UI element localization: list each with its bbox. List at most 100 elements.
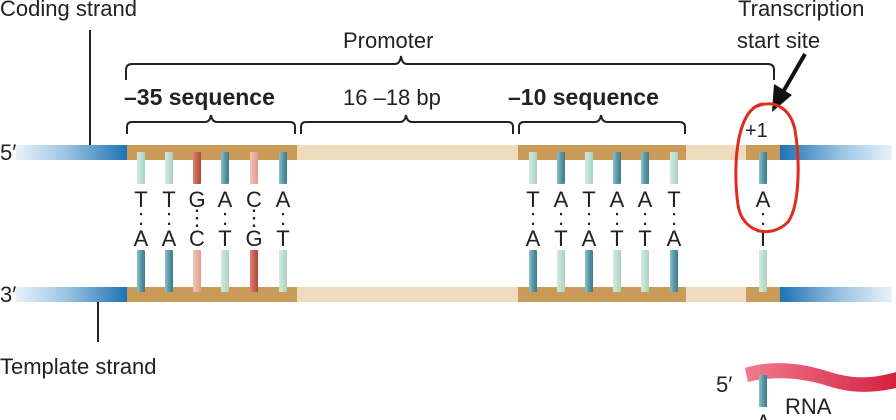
template-base-stick bbox=[529, 250, 537, 292]
coding-minus10-region bbox=[518, 145, 686, 160]
hydrogen-bond: : bbox=[138, 205, 144, 230]
base-pair: A:T bbox=[610, 152, 625, 292]
base-pair: A:T bbox=[756, 152, 771, 292]
base-pair: T:A bbox=[526, 152, 541, 292]
template-base-stick bbox=[193, 250, 201, 292]
coding-base-stick bbox=[250, 152, 258, 184]
template-base-stick bbox=[613, 250, 621, 292]
coding-base-letter: A bbox=[218, 187, 233, 212]
rna-label: RNA bbox=[785, 394, 832, 419]
coding-minus35-region bbox=[127, 145, 297, 160]
template-base-stick bbox=[250, 250, 258, 292]
hydrogen-bond: ⋮ bbox=[186, 205, 208, 230]
template-base-stick bbox=[641, 250, 649, 292]
base-pair: A:T bbox=[276, 152, 291, 292]
start-site-highlight-circle bbox=[734, 102, 800, 234]
spacer-bracket bbox=[300, 114, 514, 134]
template-base-stick bbox=[221, 250, 229, 292]
template-strand: 3′ bbox=[0, 282, 892, 307]
coding-downstream-region bbox=[686, 145, 746, 160]
coding-base-stick bbox=[641, 152, 649, 184]
spacer-label: 16 –18 bp bbox=[343, 85, 441, 110]
template-base-letter: T bbox=[218, 226, 231, 251]
base-pair: C⋮G bbox=[243, 152, 265, 292]
template-base-stick bbox=[165, 250, 173, 292]
coding-strand-label: Coding strand bbox=[0, 0, 137, 21]
template-base-letter: C bbox=[189, 226, 205, 251]
template-base-letter: T bbox=[554, 226, 567, 251]
start-site-arrow-shaft bbox=[781, 52, 807, 94]
hydrogen-bond: : bbox=[166, 205, 172, 230]
base-pair: A:T bbox=[218, 152, 233, 292]
template-base-stick bbox=[557, 250, 565, 292]
hydrogen-bond: : bbox=[586, 205, 592, 230]
coding-base-letter: C bbox=[246, 187, 262, 212]
coding-spacer-region bbox=[297, 145, 518, 160]
hydrogen-bond: : bbox=[558, 205, 564, 230]
coding-base-letter: A bbox=[610, 187, 625, 212]
minus35-bracket bbox=[126, 114, 296, 134]
coding-base-stick bbox=[670, 152, 678, 184]
coding-base-stick bbox=[529, 152, 537, 184]
transcription-start-label-line2: start site bbox=[737, 28, 820, 53]
coding-base-stick bbox=[165, 152, 173, 184]
coding-base-letter: T bbox=[162, 187, 175, 212]
rna-base-letter: A bbox=[756, 410, 771, 420]
coding-base-letter: A bbox=[638, 187, 653, 212]
hydrogen-bond: : bbox=[671, 205, 677, 230]
minus35-sequence-label: –35 sequence bbox=[124, 84, 275, 110]
template-base-stick bbox=[759, 250, 767, 292]
template-downstream-region bbox=[686, 287, 746, 302]
template-base-letter: T bbox=[276, 226, 289, 251]
hydrogen-bond: : bbox=[280, 205, 286, 230]
minus10-bracket bbox=[518, 114, 686, 134]
coding-base-letter: T bbox=[667, 187, 680, 212]
hydrogen-bond: : bbox=[760, 205, 766, 230]
coding-base-stick bbox=[137, 152, 145, 184]
hydrogen-bond: : bbox=[530, 205, 536, 230]
coding-base-letter: T bbox=[134, 187, 147, 212]
base-pair: A:T bbox=[554, 152, 569, 292]
template-start-region bbox=[746, 287, 780, 302]
coding-base-stick bbox=[759, 152, 767, 184]
template-base-stick bbox=[279, 250, 287, 292]
promoter-label: Promoter bbox=[343, 28, 433, 53]
template-base-stick bbox=[137, 250, 145, 292]
template-minus35-region bbox=[127, 287, 297, 302]
base-pairs: T:AT:AG⋮CA:TC⋮GA:TT:AA:TT:AA:TA:TT:AA:T bbox=[134, 152, 771, 292]
base-pair: T:A bbox=[162, 152, 177, 292]
base-pair: T:A bbox=[134, 152, 149, 292]
template-minus10-region bbox=[518, 287, 686, 302]
hydrogen-bond: : bbox=[222, 205, 228, 230]
base-pair: G⋮C bbox=[186, 152, 208, 292]
template-backbone-right bbox=[780, 287, 892, 302]
template-base-letter: T bbox=[610, 226, 623, 251]
template-base-letter: A bbox=[582, 226, 597, 251]
base-pair: T:A bbox=[582, 152, 597, 292]
coding-base-stick bbox=[279, 152, 287, 184]
coding-base-letter: A bbox=[276, 187, 291, 212]
coding-5prime-label: 5′ bbox=[0, 140, 16, 165]
template-base-letter: A bbox=[134, 226, 149, 251]
plus-one-label: +1 bbox=[745, 120, 768, 142]
template-base-letter: A bbox=[667, 226, 682, 251]
template-base-stick bbox=[670, 250, 678, 292]
coding-base-stick bbox=[221, 152, 229, 184]
coding-base-letter: A bbox=[756, 187, 771, 212]
template-base-stick bbox=[585, 250, 593, 292]
minus10-sequence-label: –10 sequence bbox=[508, 84, 659, 110]
template-base-letter: T bbox=[638, 226, 651, 251]
rna-ribbon bbox=[745, 363, 896, 392]
coding-base-stick bbox=[585, 152, 593, 184]
rna-base-stick bbox=[759, 375, 767, 407]
promoter-bracket bbox=[125, 55, 775, 80]
coding-base-letter: G bbox=[188, 187, 205, 212]
template-strand-label: Template strand bbox=[0, 354, 157, 379]
transcription-start-label-line1: Transcription bbox=[738, 0, 864, 21]
template-3prime-label: 3′ bbox=[0, 282, 16, 307]
hydrogen-bond: ⋮ bbox=[243, 205, 265, 230]
template-base-letter: A bbox=[526, 226, 541, 251]
template-backbone-left bbox=[16, 287, 127, 302]
coding-strand: 5′ bbox=[0, 140, 892, 165]
